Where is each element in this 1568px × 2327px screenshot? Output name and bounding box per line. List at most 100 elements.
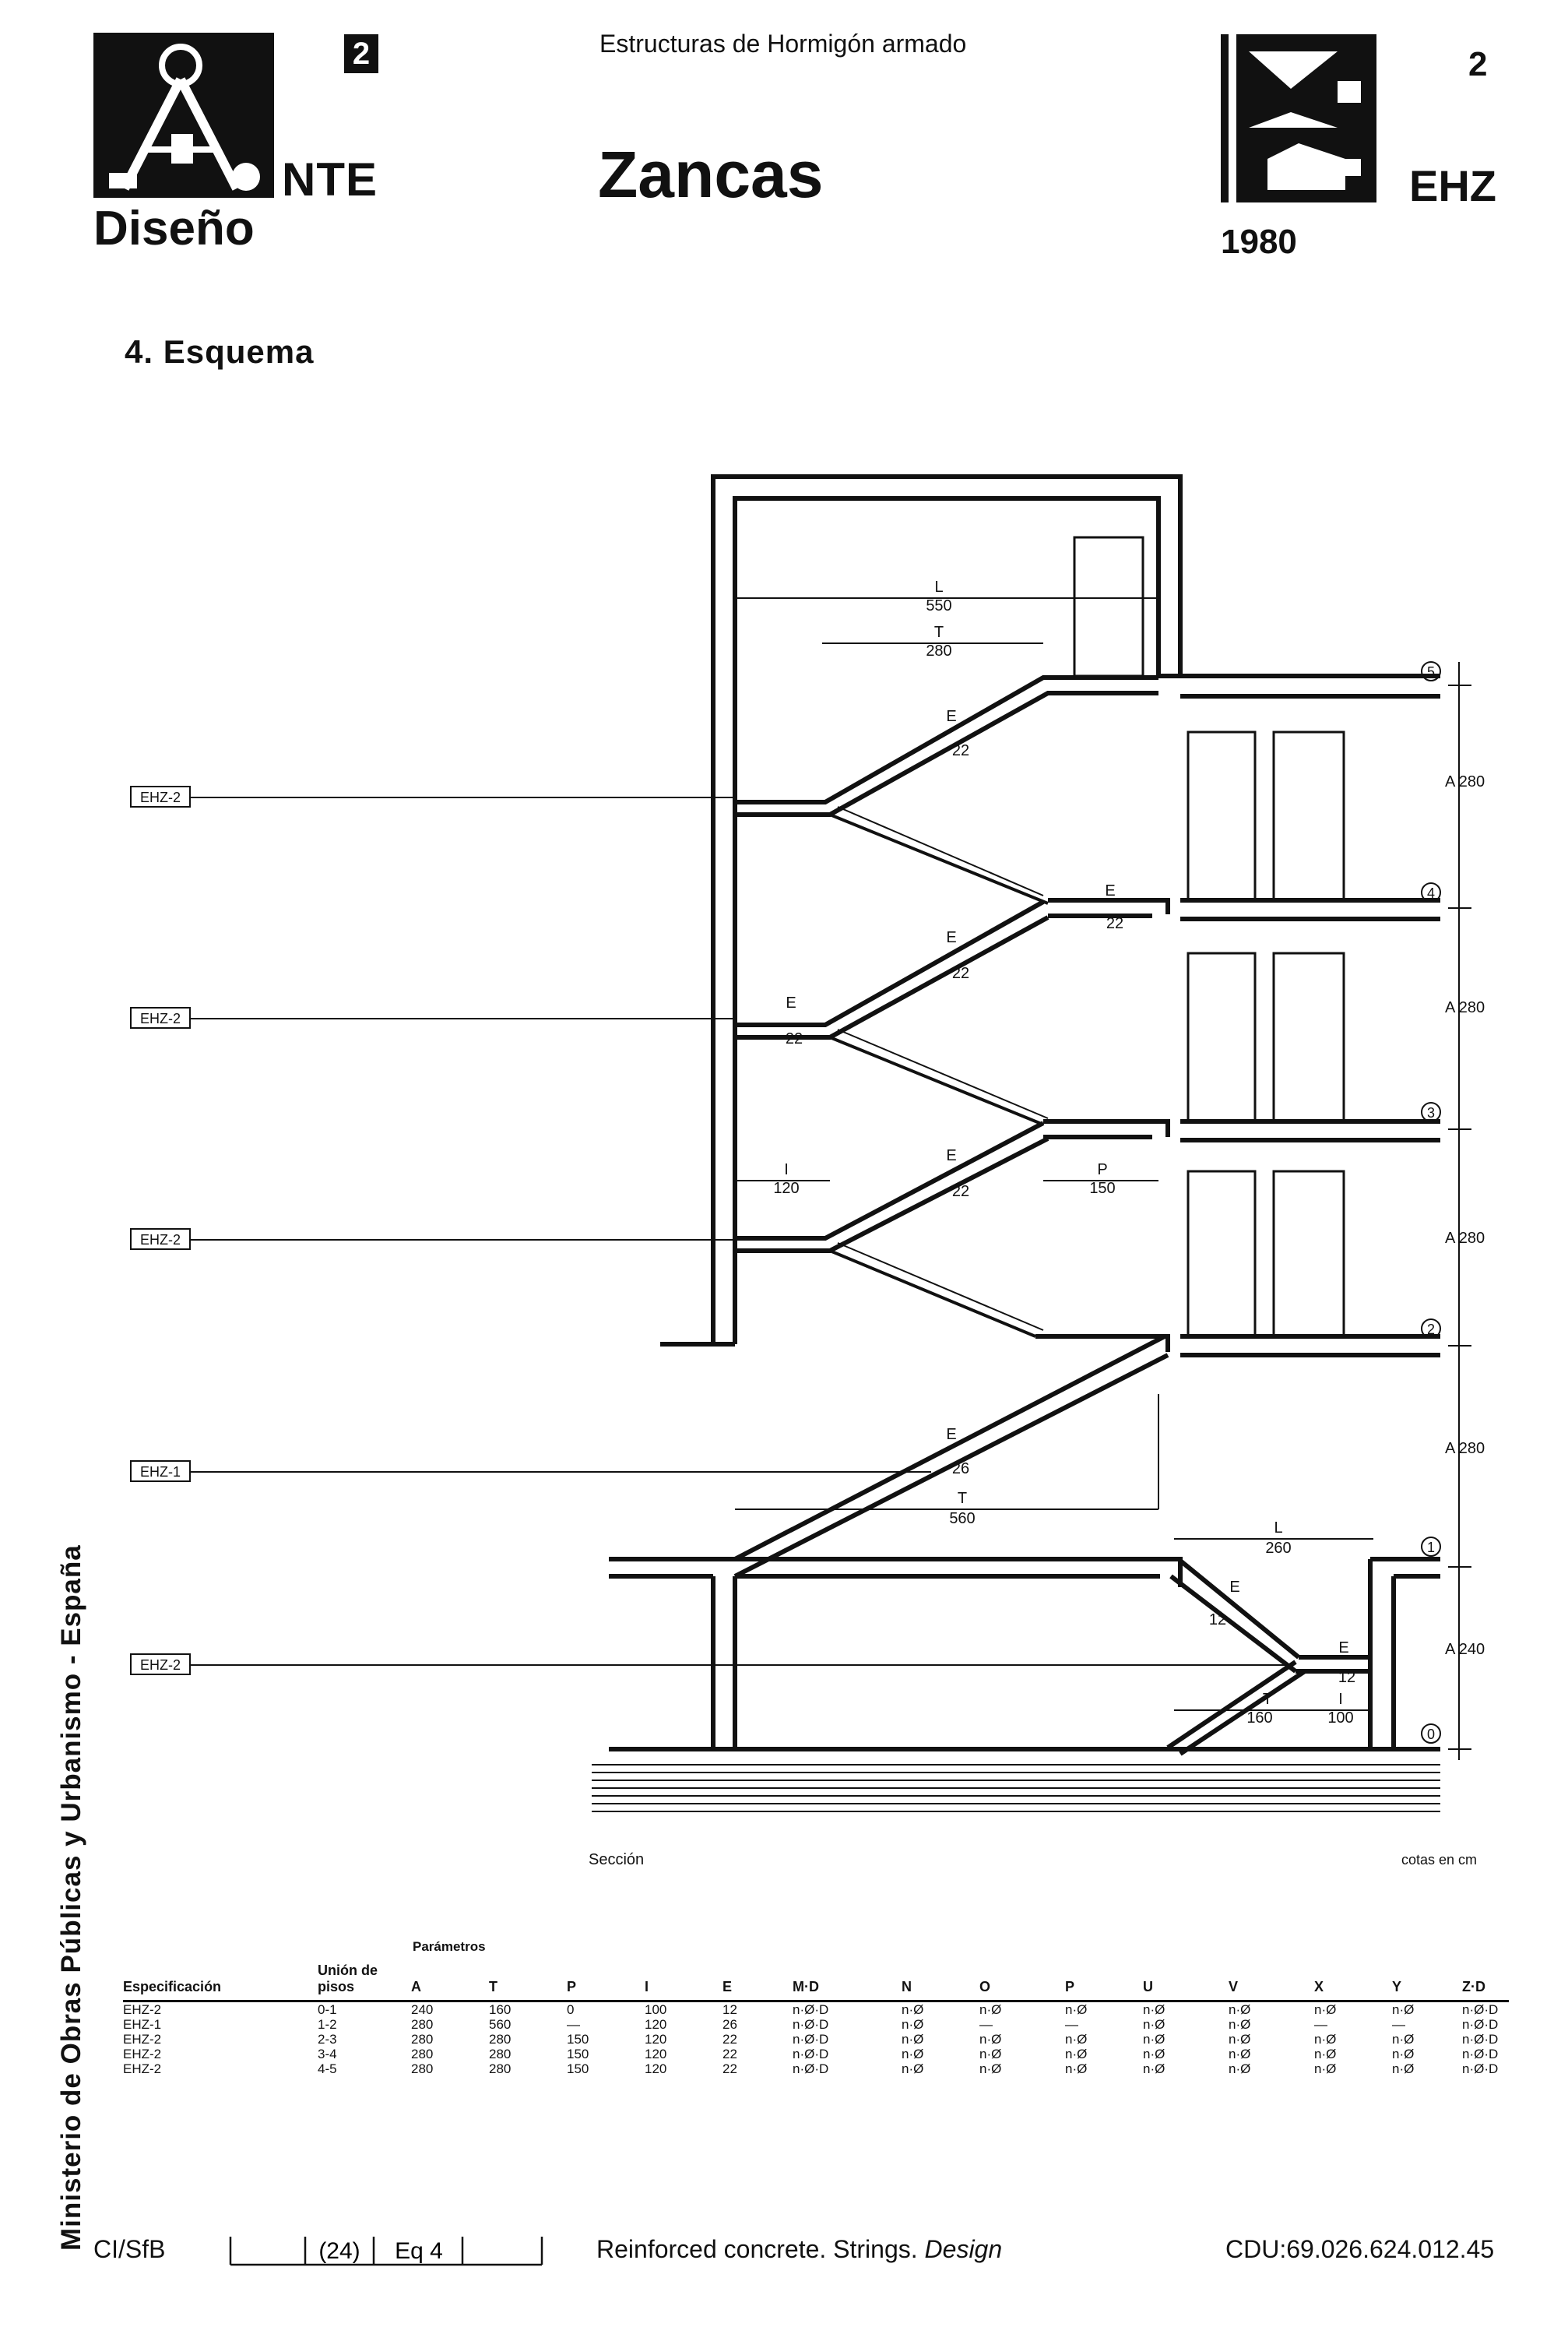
table: Especificación Unión de pisos A T P I E … [123, 1959, 1509, 2076]
table-cell: n·Ø [1229, 2047, 1251, 2061]
table-cell: n·Ø [979, 2032, 1002, 2047]
reference-labels: EHZ-2 EHZ-2 EHZ-2 EHZ-1 EHZ-2 [140, 790, 181, 1673]
table-cell: 1-2 [318, 2017, 337, 2032]
table-cell: n·Ø [1229, 2017, 1251, 2032]
table-cell: n·Ø·D [1462, 2017, 1499, 2032]
dimension-labels: L 550 T 280 E 22 E 22 E 22 E 22 E 22 I 1… [773, 579, 1355, 1727]
col-header: N [902, 1959, 979, 2002]
table-cell: — [979, 2017, 993, 2032]
footer-text: Reinforced concrete. Strings. [596, 2235, 918, 2263]
table-cell: n·Ø·D [1462, 2047, 1499, 2061]
height-dim: A 280 [1445, 773, 1485, 790]
edition-year: 1980 [1221, 223, 1297, 261]
table-cell: n·Ø [1314, 2061, 1337, 2076]
params-title: Parámetros [413, 1939, 486, 1954]
ref-label: EHZ-2 [140, 1011, 181, 1026]
table-cell: n·Ø [1392, 2032, 1415, 2047]
table-cell: n·Ø·D [793, 2032, 829, 2047]
dim-letter: E [946, 708, 956, 725]
table-cell: 160 [489, 2002, 512, 2017]
table-cell: 150 [567, 2032, 589, 2047]
table-cell: n·Ø [1392, 2061, 1415, 2076]
table-cell: 240 [411, 2002, 434, 2017]
table-cell: — [1065, 2017, 1078, 2032]
dimension-lines [735, 597, 1373, 1711]
table-cell: n·Ø [1314, 2047, 1337, 2061]
table-cell: n·Ø [1143, 2032, 1165, 2047]
part-badge: 2 [344, 34, 378, 73]
floor-marker: 1 [1427, 1540, 1435, 1555]
table-cell: n·Ø [902, 2032, 924, 2047]
dim-value: 550 [926, 597, 951, 614]
col-header: Unión de pisos [318, 1959, 411, 2002]
table-cell: n·Ø [1065, 2061, 1088, 2076]
table-cell: n·Ø [1143, 2047, 1165, 2061]
table-cell: n·Ø [1314, 2002, 1337, 2017]
floor-marker-labels: 5 4 3 2 1 0 [1427, 664, 1435, 1742]
table-cell: n·Ø [902, 2047, 924, 2061]
dim-value: 12 [1338, 1669, 1355, 1686]
dim-letter: T [1263, 1691, 1272, 1708]
table-cell: n·Ø [979, 2047, 1002, 2061]
table-cell: n·Ø·D [793, 2061, 829, 2076]
dim-letter: E [1338, 1639, 1348, 1656]
col-header: P [567, 1959, 645, 2002]
table-header: Especificación Unión de pisos A T P I E … [123, 1959, 1509, 2002]
floor-marker: 5 [1427, 664, 1435, 680]
table-cell: EHZ-2 [123, 2032, 162, 2047]
col-header: M·D [793, 1959, 902, 2002]
table-cell: n·Ø·D [793, 2002, 829, 2017]
table-cell: n·Ø [1143, 2002, 1165, 2017]
page-title: Zancas [598, 138, 824, 211]
table-cell: n·Ø [1065, 2032, 1088, 2047]
table-cell: EHZ-2 [123, 2002, 162, 2017]
col-header: E [722, 1959, 793, 2002]
dim-value: 100 [1327, 1709, 1353, 1727]
dim-letter: I [1338, 1691, 1343, 1708]
height-dim: A 280 [1445, 999, 1485, 1016]
table-cell: n·Ø·D [1462, 2002, 1499, 2017]
table-cell: n·Ø [1314, 2032, 1337, 2047]
table-cell: 4-5 [318, 2061, 337, 2076]
section-type: Diseño [93, 202, 255, 255]
table-cell: — [1392, 2017, 1405, 2032]
table-cell: 560 [489, 2017, 512, 2032]
table-cell: n·Ø·D [1462, 2032, 1499, 2047]
floor-marker: 2 [1427, 1322, 1435, 1337]
col-header: V [1229, 1959, 1314, 2002]
table-cell: n·Ø·D [1462, 2061, 1499, 2076]
table-cell: — [1314, 2017, 1327, 2032]
dim-value: 560 [949, 1510, 975, 1527]
footer-text-italic: Design [924, 2235, 1003, 2263]
table-cell: n·Ø [902, 2061, 924, 2076]
section-heading: 4. Esquema [125, 333, 315, 370]
ref-label: EHZ-1 [140, 1464, 181, 1480]
height-dim: A 280 [1445, 1230, 1485, 1247]
table-cell: n·Ø [1065, 2002, 1088, 2017]
code-label: EHZ [1409, 161, 1496, 210]
structure-icon [1221, 34, 1376, 202]
dim-value: 280 [926, 642, 951, 660]
dim-value: 260 [1265, 1540, 1291, 1557]
table-cell: EHZ-2 [123, 2047, 162, 2061]
dim-letter: E [1229, 1579, 1239, 1596]
compass-icon [109, 44, 260, 191]
table-cell: 280 [489, 2047, 512, 2061]
table-cell: — [567, 2017, 580, 2032]
ehz-logo [1221, 34, 1376, 202]
col-header: I [645, 1959, 722, 2002]
table-cell: 12 [722, 2002, 737, 2017]
dim-value: 22 [952, 1183, 969, 1200]
dim-letter: I [784, 1161, 789, 1178]
height-dim: A 240 [1445, 1641, 1485, 1658]
dim-value: 150 [1089, 1180, 1115, 1197]
table-cell: n·Ø [1065, 2047, 1088, 2061]
table-cell: 120 [645, 2047, 667, 2061]
floor-marker: 0 [1427, 1727, 1435, 1742]
height-dims: A 280 A 280 A 280 A 280 A 240 [1445, 773, 1485, 1658]
